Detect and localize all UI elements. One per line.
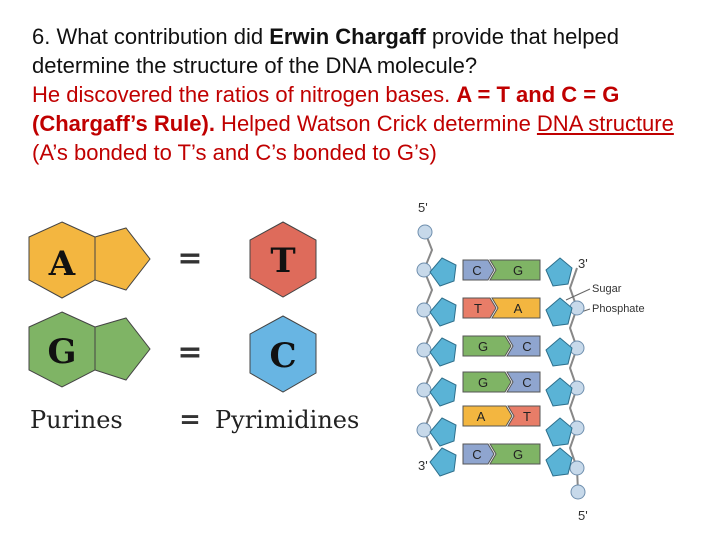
- dna-structure-underlined: DNA structure: [536, 111, 674, 136]
- scientist-name: Erwin Chargaff: [269, 24, 426, 49]
- cytosine-pyrimidine-icon: C: [249, 315, 317, 393]
- right-phosphates: [569, 300, 586, 500]
- pyrimidines-label: Pyrimidines: [215, 406, 359, 434]
- top-left-end-label: 5': [418, 200, 428, 215]
- base-letter: G: [513, 263, 523, 278]
- bottom-left-end-label: 3': [418, 458, 428, 473]
- phosphate-label: Phosphate: [592, 303, 645, 315]
- dna-ladder-diagram: 5' 3' 3' 5' Sugar Phosphate: [416, 200, 645, 523]
- base-letter: A: [477, 409, 486, 424]
- sugar-pentagon: [429, 417, 457, 447]
- phosphate-circle: [416, 382, 432, 398]
- sugar-pentagon: [545, 337, 573, 367]
- base-letter: T: [523, 409, 531, 424]
- base-block: [489, 259, 541, 281]
- sugar-pentagon: [545, 297, 573, 327]
- base-letter: A: [514, 301, 523, 316]
- base-block: [462, 371, 512, 393]
- phosphate-circle: [416, 422, 432, 438]
- left-sugars: [429, 257, 457, 477]
- left-phosphates: [416, 224, 433, 438]
- sugar-label: Sugar: [592, 283, 622, 295]
- base-block: [491, 297, 541, 319]
- base-letter: C: [472, 263, 481, 278]
- base-block: [462, 335, 512, 357]
- base-pair-row-6: C G: [462, 443, 541, 465]
- base-pairing-diagram: A = T G = C Purines = Pyrimidines: [28, 221, 359, 435]
- sugar-pentagon: [429, 447, 457, 477]
- right-sugars: [545, 257, 573, 477]
- base-pair-row-5: A T: [462, 405, 541, 427]
- base-pair-row-4: G C: [462, 371, 541, 393]
- phosphate-circle: [570, 484, 586, 500]
- sugar-pentagon: [545, 417, 573, 447]
- base-block: [462, 259, 495, 281]
- question-suffix: provide that helped determine the struct…: [32, 24, 619, 78]
- sugar-pentagon: [545, 257, 573, 287]
- guanine-letter: G: [47, 332, 76, 372]
- base-letter: C: [472, 447, 481, 462]
- base-pair-row-1: C G: [462, 259, 541, 281]
- purines-label: Purines: [30, 406, 123, 434]
- base-pair-row-2: T A: [462, 297, 541, 319]
- base-block: [506, 335, 541, 357]
- sugar-pentagon: [429, 297, 457, 327]
- phosphate-circle: [416, 342, 432, 358]
- base-block: [462, 297, 497, 319]
- thymine-letter: T: [270, 241, 295, 281]
- base-block: [507, 405, 541, 427]
- base-block: [462, 443, 495, 465]
- equals-sign-2: =: [177, 335, 202, 370]
- phosphate-circle: [569, 460, 585, 476]
- answer-part1: He discovered the ratios of nitrogen bas…: [32, 82, 457, 107]
- base-pair-row-3: G C: [462, 335, 541, 357]
- equals-sign-3: =: [179, 405, 201, 435]
- adenine-letter: A: [48, 244, 76, 284]
- equals-sign-1: =: [177, 241, 202, 276]
- question-prefix: 6. What contribution did: [32, 24, 270, 49]
- base-letter: T: [474, 301, 482, 316]
- answer-part2: Helped Watson Crick determine: [214, 111, 537, 136]
- bottom-right-end-label: 5': [578, 508, 588, 523]
- base-block: [462, 405, 513, 427]
- phosphate-circle: [416, 262, 432, 278]
- base-letter: G: [478, 375, 488, 390]
- base-block: [506, 371, 541, 393]
- phosphate-circle: [416, 302, 432, 318]
- sugar-pentagon: [429, 377, 457, 407]
- sugar-pentagon: [545, 447, 573, 477]
- sugar-pentagon: [545, 377, 573, 407]
- base-letter: G: [513, 447, 523, 462]
- guanine-purine-icon: G: [28, 311, 151, 388]
- base-block: [489, 443, 541, 465]
- sugar-pointer: [565, 288, 591, 301]
- base-letter: G: [478, 339, 488, 354]
- answer-part3: (A’s bonded to T’s and C’s bonded to G’s…: [32, 140, 437, 165]
- answer-text: He discovered the ratios of nitrogen bas…: [32, 82, 674, 165]
- adenine-purine-icon: A: [28, 221, 151, 299]
- phosphate-circle: [417, 224, 433, 240]
- top-right-end-label: 3': [578, 256, 588, 271]
- question-text: 6. What contribution did Erwin Chargaff …: [32, 22, 702, 167]
- sugar-pentagon: [429, 337, 457, 367]
- sugar-pentagon: [429, 257, 457, 287]
- chargaff-rule: A = T and C = G (Chargaff’s Rule).: [32, 82, 620, 136]
- base-letter: C: [522, 375, 531, 390]
- base-letter: C: [522, 339, 531, 354]
- cytosine-letter: C: [269, 336, 296, 376]
- thymine-pyrimidine-icon: T: [249, 221, 317, 298]
